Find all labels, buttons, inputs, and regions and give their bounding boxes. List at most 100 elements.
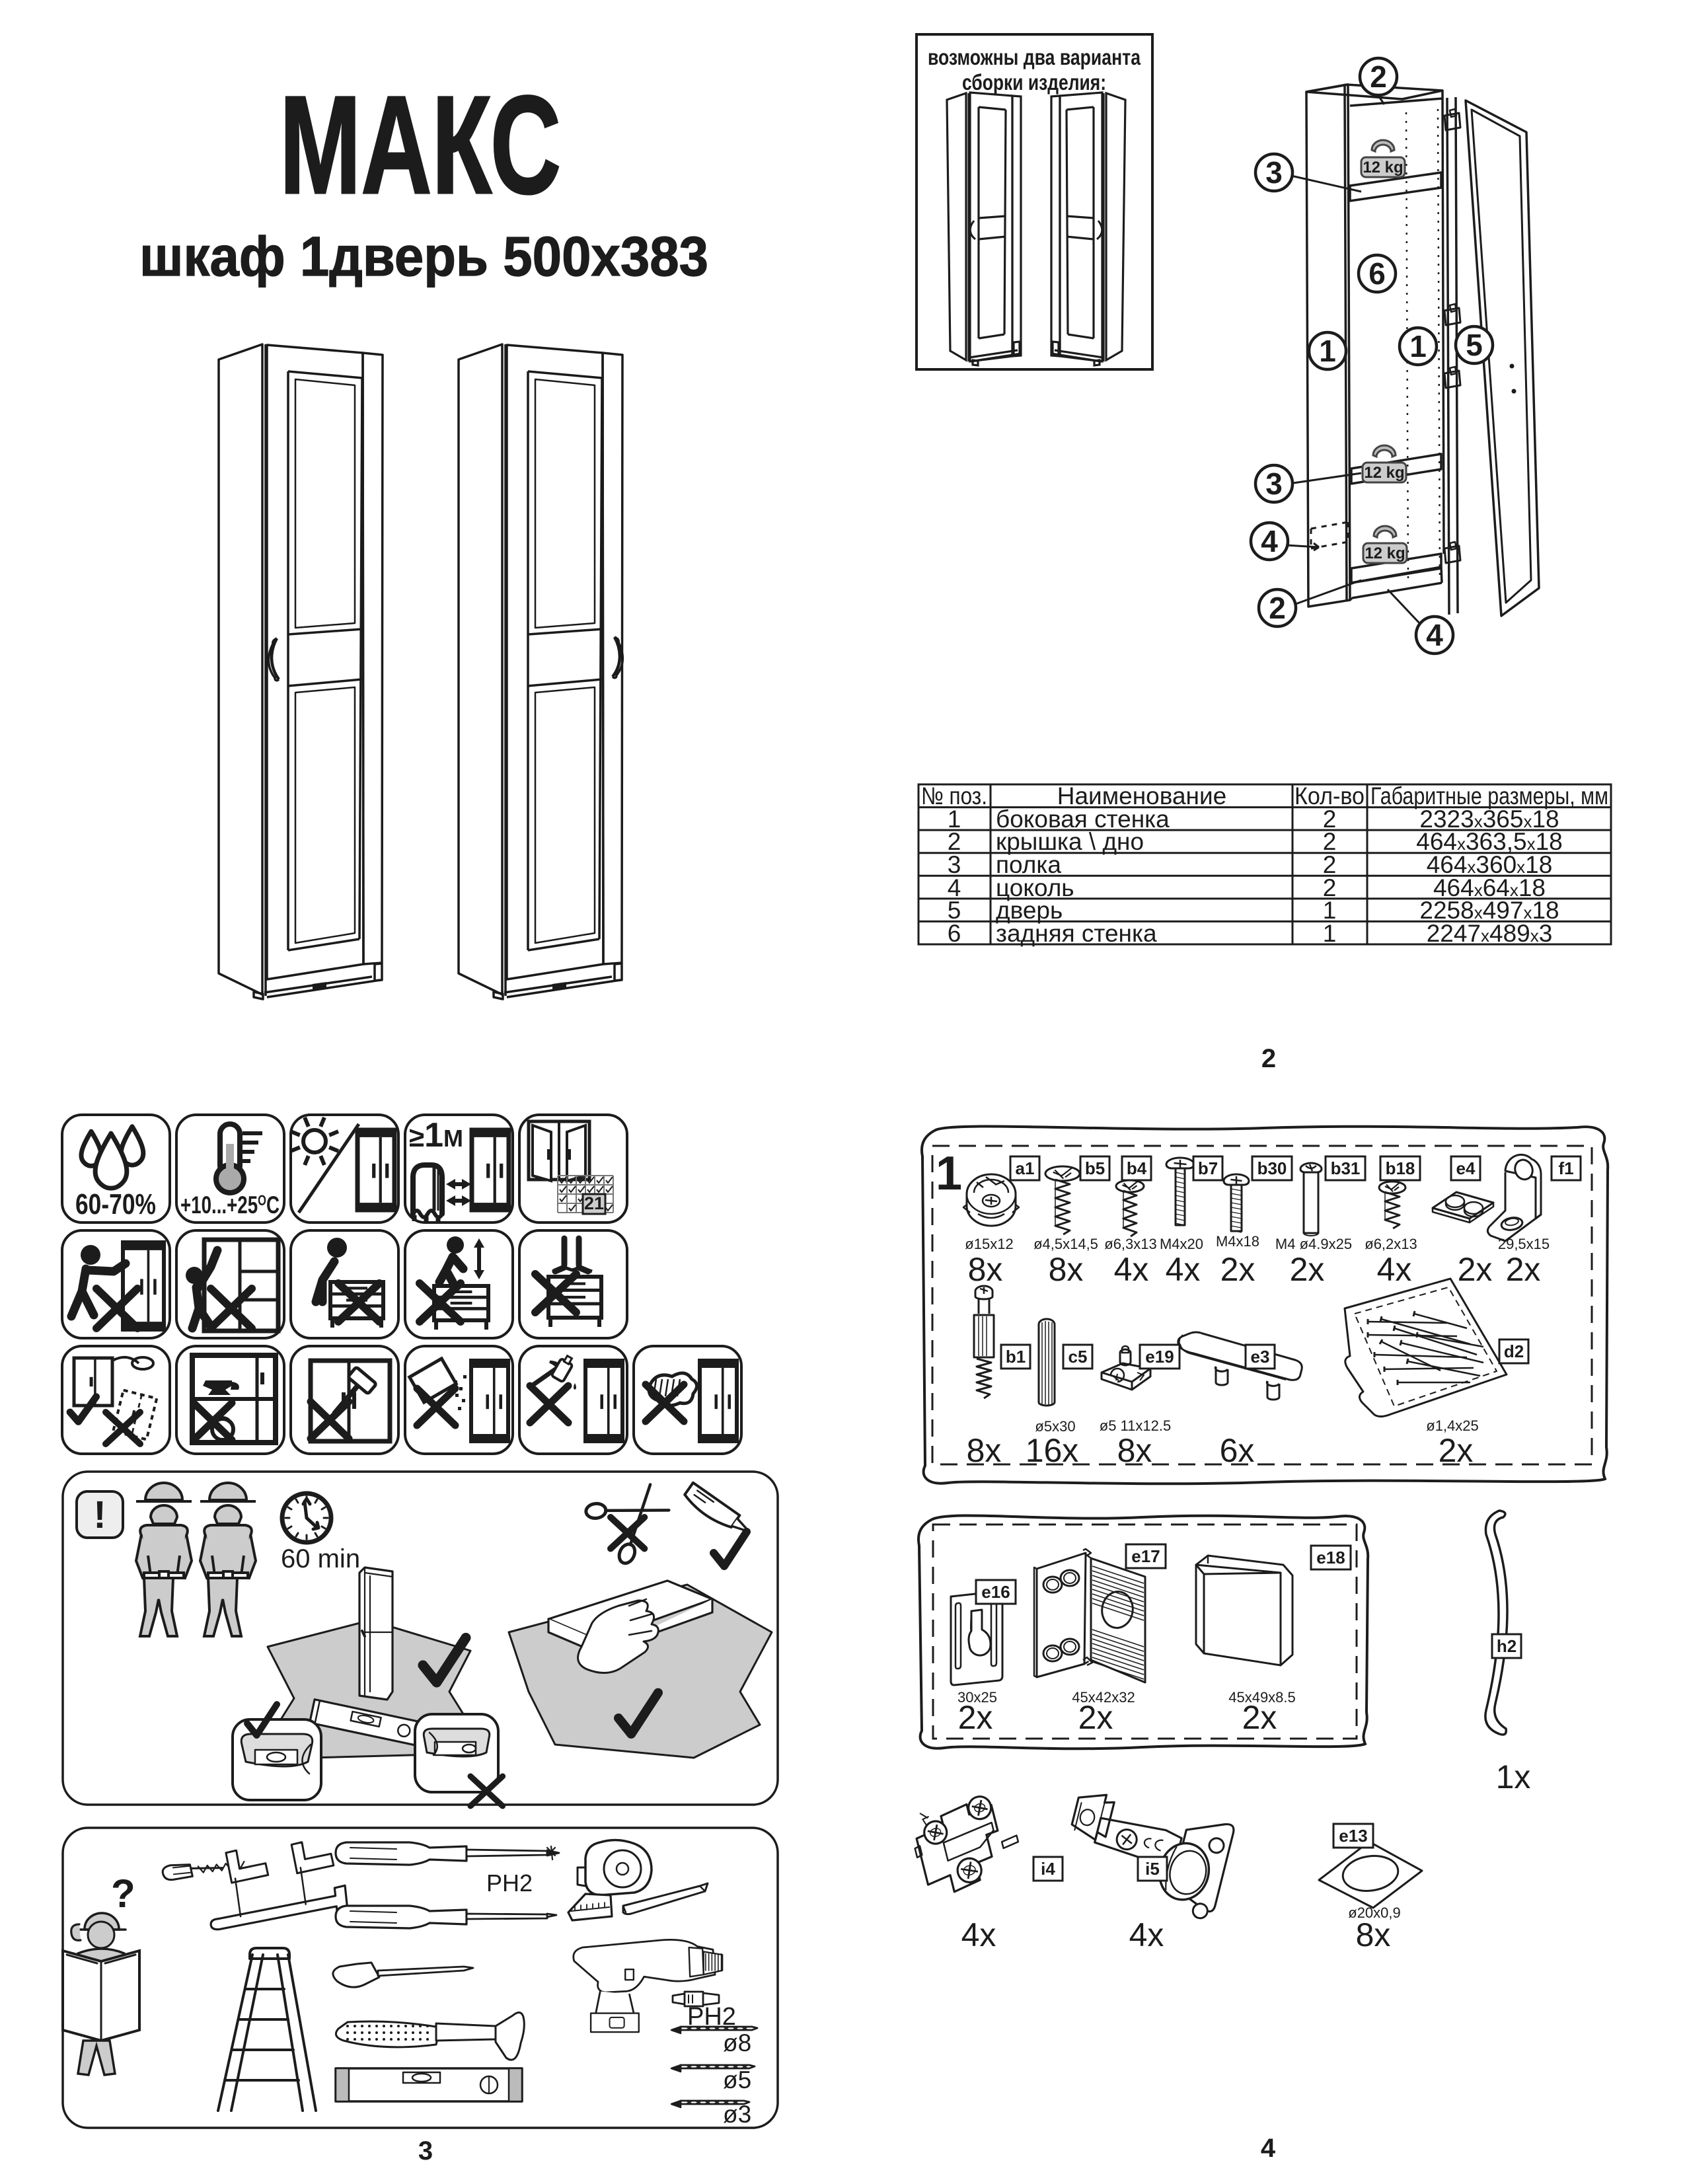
svg-text:3: 3 <box>1265 467 1283 501</box>
svg-text:1: 1 <box>1409 329 1427 363</box>
svg-text:2258х497х18: 2258х497х18 <box>1419 897 1559 924</box>
svg-text:PH2: PH2 <box>486 1869 533 1897</box>
svg-text:задняя стенка: задняя стенка <box>996 920 1157 947</box>
svg-text:возможны два варианта: возможны два варианта <box>928 45 1141 69</box>
svg-text:45x42x32: 45x42x32 <box>1072 1689 1135 1706</box>
svg-text:4x: 4x <box>1166 1251 1201 1288</box>
svg-text:2: 2 <box>1323 806 1337 833</box>
svg-text:2: 2 <box>1323 828 1337 855</box>
svg-text:6x: 6x <box>1220 1432 1255 1469</box>
svg-text:21: 21 <box>584 1193 604 1213</box>
svg-text:c5: c5 <box>1068 1347 1088 1367</box>
svg-text:a1: a1 <box>1016 1158 1035 1178</box>
svg-text:ø6,3x13: ø6,3x13 <box>1104 1236 1157 1252</box>
svg-text:4x: 4x <box>961 1916 996 1953</box>
svg-text:b18: b18 <box>1386 1158 1415 1178</box>
svg-text:b30: b30 <box>1257 1158 1287 1178</box>
svg-text:МАКС: МАКС <box>280 67 561 223</box>
svg-text:12 kg: 12 kg <box>1364 464 1404 482</box>
svg-text:5: 5 <box>948 897 961 924</box>
svg-text:крышка \ дно: крышка \ дно <box>996 828 1144 855</box>
svg-text:M4x20: M4x20 <box>1160 1236 1203 1252</box>
svg-text:2: 2 <box>1269 591 1286 625</box>
svg-text:b1: b1 <box>1006 1347 1026 1367</box>
svg-text:8x: 8x <box>968 1251 1003 1288</box>
svg-text:8x: 8x <box>1117 1432 1152 1469</box>
svg-text:2x: 2x <box>958 1699 993 1736</box>
svg-text:f1: f1 <box>1558 1158 1573 1178</box>
svg-text:2: 2 <box>1370 59 1387 94</box>
svg-text:M4 ø4.9x25: M4 ø4.9x25 <box>1275 1236 1352 1252</box>
svg-text:ø4,5x14,5: ø4,5x14,5 <box>1033 1236 1098 1252</box>
svg-text:e18: e18 <box>1316 1548 1345 1567</box>
svg-text:12 kg: 12 kg <box>1365 545 1405 562</box>
svg-text:2x: 2x <box>1290 1251 1325 1288</box>
svg-text:полка: полка <box>996 851 1061 878</box>
svg-text:60 min: 60 min <box>281 1544 360 1573</box>
svg-text:6: 6 <box>948 920 961 947</box>
svg-text:2x: 2x <box>1439 1432 1474 1469</box>
svg-text:ø3: ø3 <box>723 2101 751 2128</box>
svg-text:2x: 2x <box>1458 1251 1493 1288</box>
svg-text:1x: 1x <box>1496 1758 1531 1795</box>
svg-text:№ поз.: № поз. <box>921 782 987 810</box>
svg-text:16x: 16x <box>1026 1432 1079 1469</box>
svg-text:464х360х18: 464х360х18 <box>1427 851 1553 878</box>
svg-text:2: 2 <box>1261 1044 1276 1073</box>
svg-text:ø8: ø8 <box>723 2029 751 2056</box>
svg-text:боковая стенка: боковая стенка <box>996 806 1170 833</box>
svg-text:8x: 8x <box>967 1432 1002 1469</box>
svg-text:ø5x30: ø5x30 <box>1035 1418 1075 1435</box>
svg-text:ø20x0,9: ø20x0,9 <box>1348 1904 1401 1921</box>
svg-text:2x: 2x <box>1242 1699 1277 1736</box>
svg-text:e13: e13 <box>1339 1826 1367 1846</box>
svg-text:сборки изделия:: сборки изделия: <box>962 70 1106 94</box>
svg-text:b7: b7 <box>1198 1158 1218 1178</box>
svg-text:1: 1 <box>1323 897 1337 924</box>
svg-text:4: 4 <box>1426 618 1443 652</box>
svg-text:цоколь: цоколь <box>996 874 1074 901</box>
svg-text:2x: 2x <box>1506 1251 1541 1288</box>
svg-text:ø15x12: ø15x12 <box>965 1236 1013 1252</box>
svg-text:1: 1 <box>1319 334 1336 368</box>
svg-text:b31: b31 <box>1331 1158 1361 1178</box>
svg-text:i5: i5 <box>1145 1859 1160 1879</box>
svg-text:4: 4 <box>1261 524 1278 558</box>
svg-text:29,5x15: 29,5x15 <box>1498 1236 1550 1252</box>
svg-text:ø5: ø5 <box>723 2066 751 2093</box>
svg-text:b4: b4 <box>1127 1158 1147 1178</box>
svg-text:1: 1 <box>948 806 961 833</box>
svg-text:2: 2 <box>948 828 961 855</box>
svg-text:d2: d2 <box>1504 1341 1524 1361</box>
svg-text:1: 1 <box>936 1147 962 1200</box>
svg-text:i4: i4 <box>1041 1859 1055 1879</box>
svg-text:5: 5 <box>1466 328 1483 362</box>
svg-text:3: 3 <box>418 2136 433 2165</box>
svg-text:45x49x8.5: 45x49x8.5 <box>1228 1689 1296 1706</box>
svg-text:3: 3 <box>1265 155 1283 190</box>
svg-text:ø5 11x12.5: ø5 11x12.5 <box>1100 1417 1171 1434</box>
svg-text:4: 4 <box>1261 2134 1276 2163</box>
svg-text:30x25: 30x25 <box>957 1689 997 1706</box>
svg-text:b5: b5 <box>1085 1158 1105 1178</box>
svg-text:2x: 2x <box>1220 1251 1255 1288</box>
svg-text:шкаф 1дверь 500х383: шкаф 1дверь 500х383 <box>139 225 708 287</box>
svg-text:Кол-во: Кол-во <box>1294 782 1365 810</box>
svg-text:6: 6 <box>1368 256 1386 291</box>
svg-text:2: 2 <box>1323 874 1337 901</box>
svg-text:2: 2 <box>1323 851 1337 878</box>
svg-text:e3: e3 <box>1251 1347 1270 1367</box>
svg-text:Габаритные размеры, мм: Габаритные размеры, мм <box>1370 782 1608 810</box>
svg-text:дверь: дверь <box>996 897 1063 924</box>
svg-text:ø6,2x13: ø6,2x13 <box>1365 1236 1417 1252</box>
svg-text:e19: e19 <box>1145 1347 1174 1367</box>
svg-text:3: 3 <box>948 851 961 878</box>
svg-text:4x: 4x <box>1129 1916 1164 1953</box>
svg-text:8x: 8x <box>1356 1916 1391 1953</box>
svg-text:!: ! <box>93 1493 106 1536</box>
svg-text:Наименование: Наименование <box>1057 782 1227 810</box>
svg-text:8x: 8x <box>1049 1251 1084 1288</box>
svg-text:2323х365х18: 2323х365х18 <box>1419 806 1559 833</box>
svg-text:M4x18: M4x18 <box>1216 1233 1259 1250</box>
svg-text:4: 4 <box>948 874 961 901</box>
